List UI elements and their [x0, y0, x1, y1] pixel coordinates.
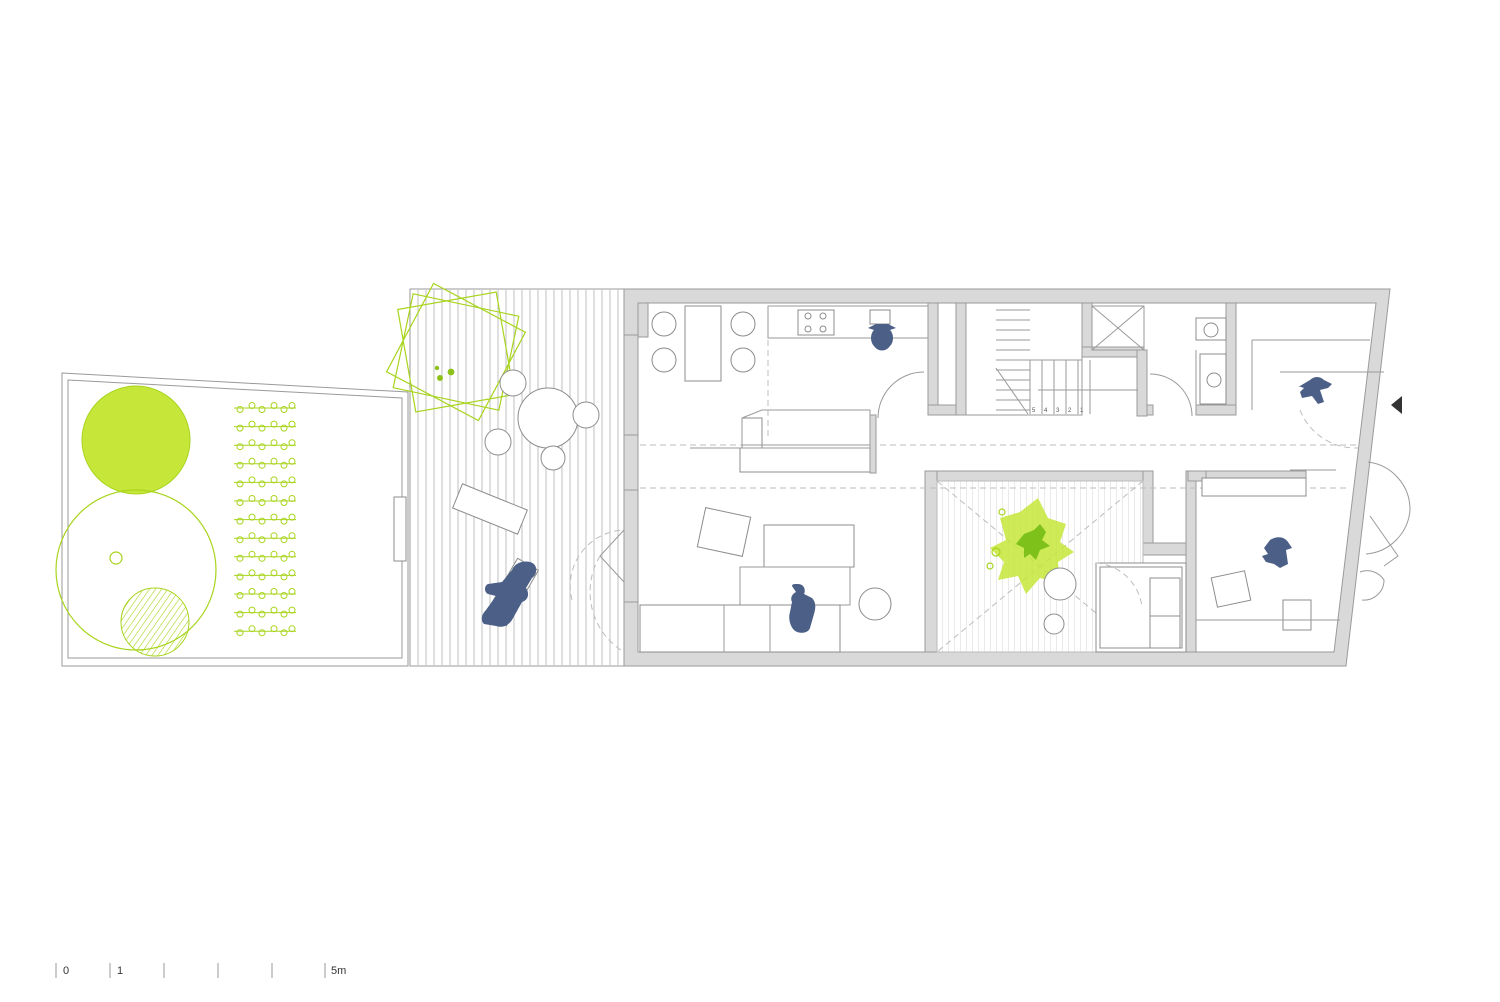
- triangle-arrow-icon: [1391, 396, 1402, 414]
- planting-row: [234, 420, 296, 432]
- planting-row: [234, 439, 296, 451]
- scale-bar: [55, 963, 326, 978]
- person-living: [789, 584, 816, 633]
- planting-row: [234, 457, 296, 469]
- planting-row: [234, 476, 296, 488]
- terrace-deck: [385, 282, 625, 667]
- stair-step-number: 2: [1068, 408, 1072, 414]
- living-room: [569, 507, 892, 653]
- person-lying: [481, 561, 537, 627]
- person-kitchen: [868, 324, 896, 351]
- planting-row: [234, 588, 296, 599]
- bathroom: [1091, 305, 1227, 417]
- stair-step-number: 1: [1080, 408, 1084, 414]
- planting-row: [234, 495, 296, 506]
- planting-row: [234, 569, 296, 581]
- tree-canopy: [81, 385, 191, 495]
- planting-rows: [234, 402, 296, 637]
- planting-row: [234, 402, 296, 413]
- study-room: [1196, 461, 1411, 631]
- tree-hatched: [120, 587, 190, 657]
- planting-row: [234, 532, 296, 544]
- patio: [936, 480, 1187, 653]
- stair-step-number: 4: [1044, 408, 1048, 414]
- stair-step-number: 5: [1032, 408, 1036, 414]
- planting-row: [234, 550, 296, 562]
- kitchen: [651, 305, 929, 474]
- person-entrance: [1298, 377, 1332, 404]
- entrance-hall: [1251, 339, 1402, 449]
- garden: [55, 372, 409, 667]
- scale-label-5m: 5m: [331, 965, 347, 977]
- house-walls: [623, 288, 1391, 667]
- scale-label-0: 0: [63, 965, 70, 977]
- staircase: 5 4 3 2 1: [965, 302, 1138, 416]
- stair-step-number: 3: [1056, 408, 1060, 414]
- person-study: [1262, 537, 1292, 568]
- planting-row: [234, 513, 296, 525]
- planting-row: [234, 625, 296, 637]
- planter: [385, 282, 527, 422]
- planting-row: [234, 606, 296, 618]
- scale-label-1: 1: [117, 965, 124, 977]
